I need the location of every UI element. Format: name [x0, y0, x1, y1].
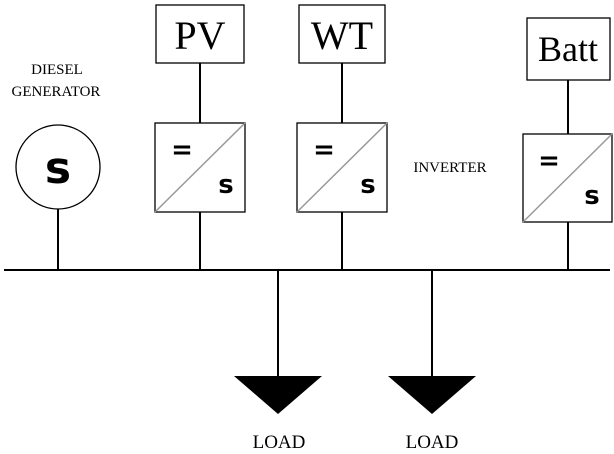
wt-inverter-diagonal [296, 122, 388, 213]
pv-box [155, 4, 245, 64]
load-1-arrow-icon [234, 376, 322, 414]
inverter-label: INVERTER [413, 160, 486, 176]
diesel-generator-label-line2: GENERATOR [12, 84, 101, 100]
wt-inverter-ac-symbol: s [360, 170, 375, 200]
battery-inverter-diagonal [522, 133, 613, 223]
pv-inverter-ac-symbol: s [218, 170, 233, 200]
pv-inverter-dc-symbol: = [171, 135, 193, 165]
load-2-arrow-icon [388, 376, 476, 414]
battery-inverter-ac-symbol: s [584, 181, 599, 211]
battery-branch: Batt = s [522, 17, 613, 270]
battery-inverter-dc-symbol: = [538, 146, 560, 176]
pv-inverter-diagonal [154, 122, 246, 213]
battery-box [526, 17, 611, 81]
load-2: LOAD [388, 270, 476, 453]
diesel-generator: DIESEL GENERATOR s [12, 62, 101, 270]
wt-box [298, 4, 386, 64]
load-2-label: LOAD [406, 432, 459, 453]
load-1: LOAD [234, 270, 322, 453]
battery-label: Batt [538, 29, 598, 69]
wt-branch: WT = s [296, 4, 388, 270]
wt-inverter-dc-symbol: = [313, 135, 335, 165]
diesel-generator-label-line1: DIESEL [31, 62, 83, 78]
pv-label: PV [174, 13, 225, 58]
wt-label: WT [311, 13, 373, 58]
pv-branch: PV = s [154, 4, 246, 270]
generator-symbol-icon: s [45, 143, 71, 194]
load-1-label: LOAD [253, 432, 306, 453]
